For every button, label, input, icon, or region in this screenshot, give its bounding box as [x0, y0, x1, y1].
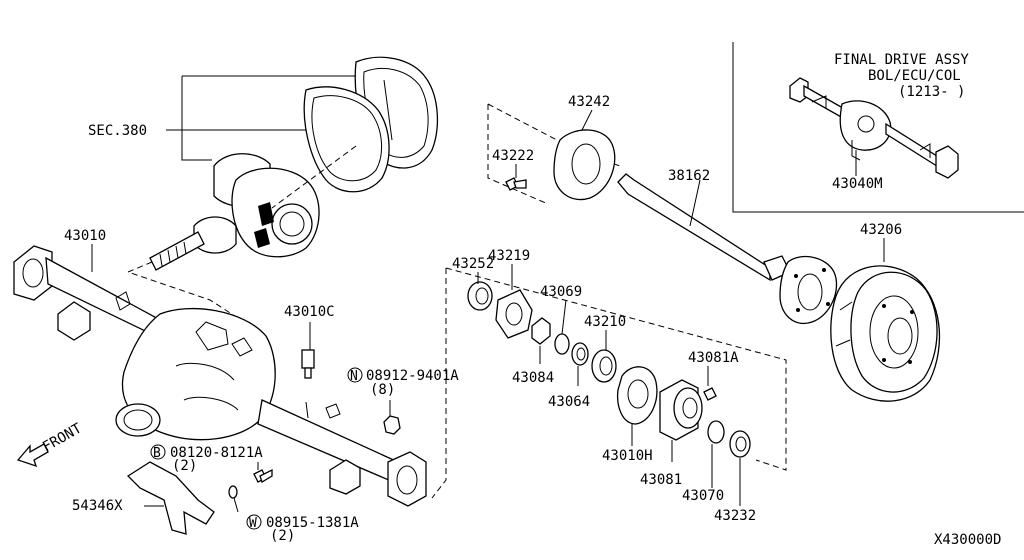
label-43210: 43210: [584, 314, 626, 330]
washer-prefix-symbol: W: [249, 516, 257, 531]
label-43242: 43242: [568, 94, 610, 110]
seal-43232: [729, 430, 751, 458]
label-43040M: 43040M: [832, 176, 883, 192]
front-arrow-icon: [16, 443, 49, 468]
bolt-prefix-symbol: B: [153, 446, 161, 461]
hub-43081: [659, 379, 703, 441]
axle-shaft-38162: [617, 173, 838, 324]
label-43010H: 43010H: [602, 448, 653, 464]
diagram-code: X430000D: [934, 532, 1001, 548]
breather-43010C: [301, 349, 315, 379]
brake-drum-43206: [830, 265, 941, 402]
label-43010C: 43010C: [284, 304, 335, 320]
inset-title: FINAL DRIVE ASSY: [834, 52, 969, 68]
inset-date-range: (1213- ): [898, 84, 965, 100]
label-sec380: SEC.380: [88, 123, 147, 139]
label-43010: 43010: [64, 228, 106, 244]
axle-housing-43010: [13, 245, 427, 507]
label-nut-part: 08912-9401A: [366, 368, 459, 384]
label-43084: 43084: [512, 370, 554, 386]
label-washer-part: 08915-1381A: [266, 515, 359, 531]
inset-subtitle: BOL/ECU/COL: [868, 68, 961, 84]
label-bolt-qty: (2): [172, 458, 197, 474]
label-43219: 43219: [488, 248, 530, 264]
label-front: FRONT: [40, 420, 85, 455]
nut-callout: N 08912-9401A (8): [347, 367, 459, 398]
label-43064: 43064: [548, 394, 590, 410]
spacer-43064: [571, 342, 589, 366]
label-54346X: 54346X: [72, 498, 123, 514]
nut-08912-9401A: [383, 415, 401, 435]
bolt-08120-8121A: [253, 468, 273, 483]
label-43206: 43206: [860, 222, 902, 238]
bolt-callout: B 08120-8121A (2): [150, 444, 263, 474]
inset-axle-illustration: [789, 77, 959, 179]
label-43081A: 43081A: [688, 350, 739, 366]
label-43252: 43252: [452, 256, 494, 272]
label-43232: 43232: [714, 508, 756, 524]
bolt-43081A: [703, 387, 717, 401]
inset-final-drive-assy: FINAL DRIVE ASSY BOL/ECU/COL (1213- ) 43…: [732, 42, 1024, 213]
label-bolt-part: 08120-8121A: [170, 445, 263, 461]
label-43069: 43069: [540, 284, 582, 300]
bolt-43222: [505, 177, 527, 191]
plate-43010H: [616, 366, 658, 425]
label-43081: 43081: [640, 472, 682, 488]
lock-washer-43084: [531, 317, 551, 345]
seal-43252: [467, 281, 493, 311]
label-nut-qty: (8): [370, 382, 395, 398]
gasket-43219: [495, 289, 533, 339]
label-38162: 38162: [668, 168, 710, 184]
washer-08915-1381A: [228, 485, 238, 499]
bearing-43210: [591, 349, 617, 383]
label-washer-qty: (2): [270, 528, 295, 544]
ring-43070: [707, 420, 725, 444]
label-43070: 43070: [682, 488, 724, 504]
flange-43242: [553, 129, 616, 201]
ring-43069: [554, 333, 570, 355]
washer-callout: W 08915-1381A (2): [246, 514, 359, 544]
bracket-54346X: [126, 461, 215, 535]
differential-assembly: [149, 56, 439, 271]
nut-prefix-symbol: N: [350, 369, 358, 384]
label-43222: 43222: [492, 148, 534, 164]
